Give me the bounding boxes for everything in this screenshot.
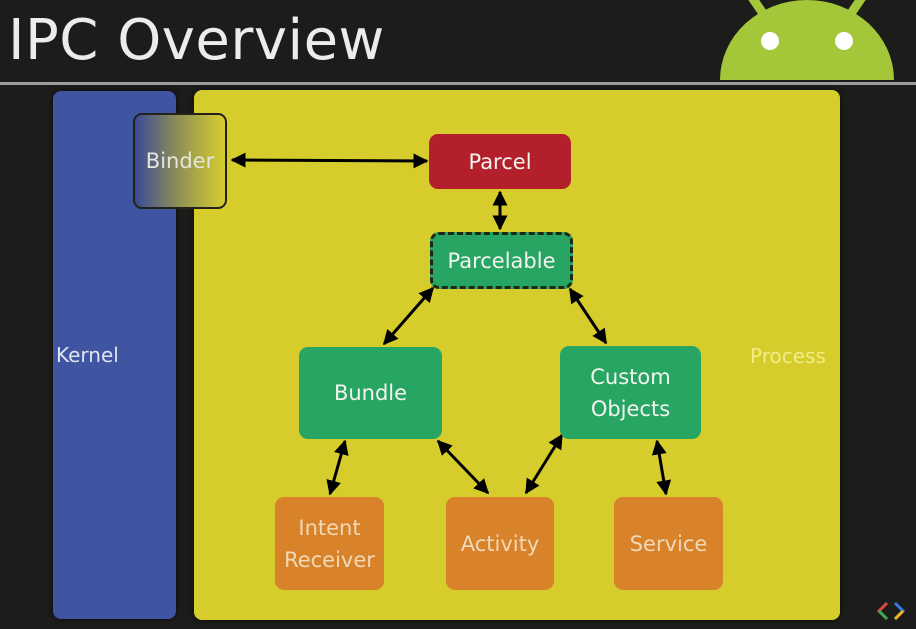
parcelable-label: Parcelable [447,248,556,273]
parcel-node: Parcel [429,134,571,189]
kernel-label: Kernel [56,343,119,367]
parcel-label: Parcel [468,149,532,174]
process-label: Process [750,344,826,368]
arrow-custom-activity [524,433,564,495]
intent-receiver-node: Intent Receiver [275,497,384,590]
arrow-parcelable-bundle [382,286,435,346]
service-label: Service [629,531,708,556]
custom-objects-node: Custom Objects [560,346,701,439]
intent-receiver-label-line1: Intent [298,515,361,540]
intent-receiver-label-line2: Receiver [284,547,375,572]
service-node: Service [614,497,723,590]
activity-label: Activity [460,531,540,556]
arrow-bundle-activity [436,439,490,495]
android-logo-icon [720,0,894,80]
custom-objects-label-line1: Custom [590,364,671,389]
bundle-node: Bundle [299,347,442,439]
parcelable-node: Parcelable [430,232,573,289]
arrow-bundle-intent [326,439,349,496]
activity-node: Activity [446,497,554,590]
bundle-label: Bundle [333,381,408,405]
binder-node: Binder [133,113,227,209]
arrow-custom-service [651,439,672,496]
binder-label: Binder [145,149,215,173]
arrow-parcelable-custom [568,287,608,345]
title-divider [0,82,916,85]
google-io-icon [876,601,906,621]
slide-title: IPC Overview [8,8,385,73]
arrow-binder-parcel [230,152,429,169]
custom-objects-label-line2: Objects [590,396,671,421]
